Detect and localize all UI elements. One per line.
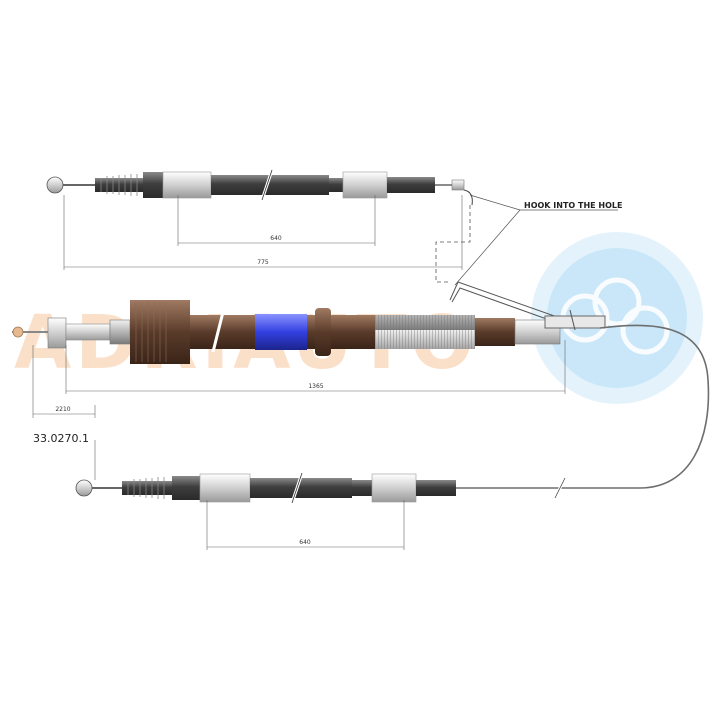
logo-disc	[531, 232, 703, 404]
lower-right-fitting	[371, 473, 417, 503]
hook-annotation	[435, 189, 618, 286]
upper-end-sleeve	[387, 177, 435, 193]
main-brown-collar	[315, 308, 331, 356]
dim-lower-sleeve: 640	[299, 539, 311, 546]
main-spring-sheath	[375, 315, 475, 349]
upper-bellows	[95, 174, 143, 196]
lower-sheath	[250, 478, 352, 498]
upper-dimension-lines	[63, 195, 463, 270]
dim-end-offset: 2210	[55, 406, 70, 413]
upper-boot	[143, 172, 163, 198]
lower-dimension-lines	[206, 500, 405, 550]
upper-right-fitting	[342, 171, 388, 199]
connecting-cable	[435, 324, 710, 489]
dim-upper-sleeve: 640	[270, 235, 282, 242]
upper-sheath	[211, 175, 329, 195]
lower-ball-end	[75, 479, 93, 497]
main-hook-bracket	[449, 281, 606, 331]
main-clip	[47, 317, 67, 349]
lower-left-fitting	[199, 473, 251, 503]
upper-cable	[46, 169, 465, 201]
lower-end-sleeve	[416, 480, 456, 496]
main-adjuster	[65, 323, 111, 341]
upper-ball-end	[46, 176, 64, 194]
main-brown-sheath	[190, 315, 255, 349]
main-dimension-lines	[32, 340, 566, 480]
dim-main-length: 1365	[308, 383, 323, 390]
lower-cable	[75, 472, 456, 504]
hook-note: HOOK INTO THE HOLE	[524, 201, 622, 210]
blue-grommet	[255, 314, 307, 350]
lower-bellows	[122, 477, 172, 499]
part-number: 33.0270.1	[33, 432, 89, 445]
main-left-nut	[12, 326, 24, 338]
dim-upper-total: 775	[257, 259, 269, 266]
main-cable	[12, 281, 606, 364]
watermark-logo	[531, 232, 703, 404]
upper-left-fitting	[162, 171, 212, 199]
upper-nipple	[451, 179, 465, 191]
